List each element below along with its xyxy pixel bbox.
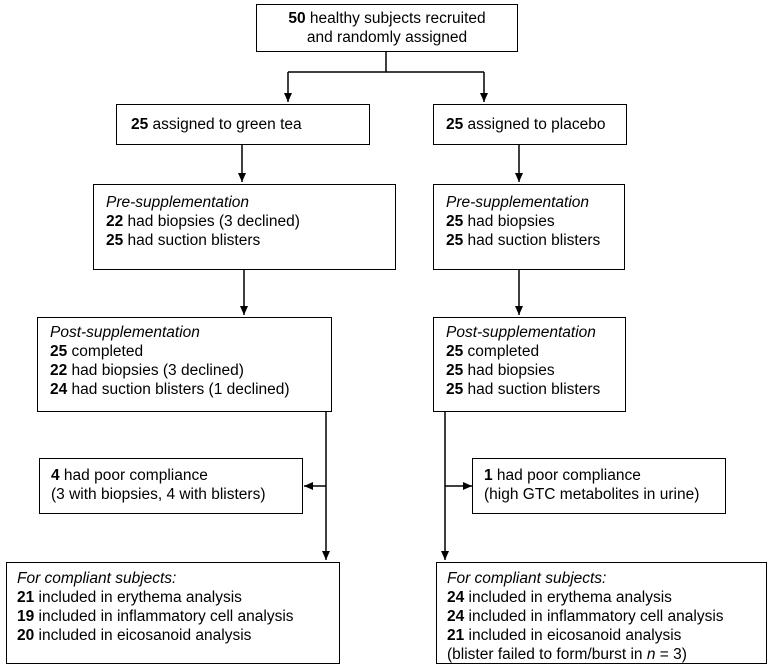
green-tea-post-box: Post-supplementation 25 completed 22 had… — [37, 317, 332, 412]
green-tea-pre-box: Pre-supplementation 22 had biopsies (3 d… — [93, 184, 396, 270]
placebo-assigned-box: 25 assigned to placebo — [433, 104, 627, 145]
list-item: 25 completed — [50, 343, 144, 360]
list-item: 25 had biopsies — [446, 213, 555, 230]
list-item: 24 included in inflammatory cell analysi… — [447, 608, 724, 625]
assignment-text: and randomly assigned — [306, 29, 468, 46]
recruited-text: healthy subjects recruited — [305, 10, 486, 27]
post-heading: Post-supplementation — [446, 324, 596, 341]
blister-note: (blister failed to form/burst in n = 3) — [447, 646, 687, 663]
pre-heading: Pre-supplementation — [446, 194, 590, 211]
placebo-count: 25 — [446, 116, 464, 133]
placebo-post-box: Post-supplementation 25 completed 25 had… — [433, 317, 626, 412]
placebo-compliance-box: 1 had poor compliance (high GTC metaboli… — [472, 458, 726, 514]
list-item: 25 completed — [446, 343, 540, 360]
green-tea-compliance-box: 4 had poor compliance (3 with biopsies, … — [39, 458, 303, 514]
final-heading: For compliant subjects: — [17, 570, 177, 587]
list-item: 24 had suction blisters (1 declined) — [50, 381, 290, 398]
list-item: 21 included in eicosanoid analysis — [447, 627, 682, 644]
green-tea-assigned-box: 25 assigned to green tea — [116, 104, 370, 145]
recruitment-box: 50 healthy subjects recruited and random… — [256, 4, 518, 52]
placebo-final-box: For compliant subjects: 24 included in e… — [436, 562, 767, 664]
recruited-count: 50 — [288, 10, 306, 27]
list-item: 22 had biopsies (3 declined) — [106, 213, 300, 230]
list-item: 25 had suction blisters — [446, 232, 601, 249]
list-item: 25 had biopsies — [446, 362, 555, 379]
final-heading: For compliant subjects: — [447, 570, 607, 587]
list-item: 25 had suction blisters — [106, 232, 261, 249]
placebo-label: assigned to placebo — [463, 116, 606, 133]
green-tea-count: 25 — [131, 116, 149, 133]
green-tea-label: assigned to green tea — [148, 116, 302, 133]
placebo-pre-box: Pre-supplementation 25 had biopsies 25 h… — [433, 184, 625, 270]
list-item: 21 included in erythema analysis — [17, 589, 242, 606]
list-item: 24 included in erythema analysis — [447, 589, 672, 606]
pre-heading: Pre-supplementation — [106, 194, 250, 211]
list-item: 22 had biopsies (3 declined) — [50, 362, 244, 379]
list-item: 25 had suction blisters — [446, 381, 601, 398]
list-item: 19 included in inflammatory cell analysi… — [17, 608, 294, 625]
list-item: 20 included in eicosanoid analysis — [17, 627, 252, 644]
green-tea-final-box: For compliant subjects: 21 included in e… — [6, 562, 340, 664]
post-heading: Post-supplementation — [50, 324, 200, 341]
